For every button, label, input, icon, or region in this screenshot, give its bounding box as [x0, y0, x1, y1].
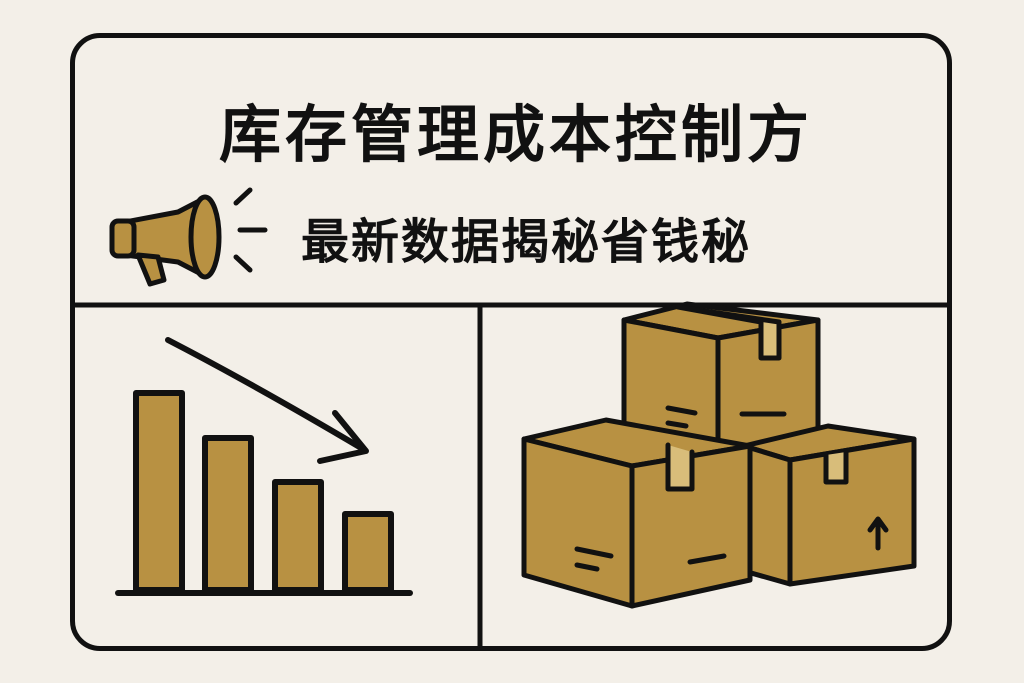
page-subtitle: 最新数据揭秘省钱秘 — [301, 214, 752, 270]
stacked-boxes-icon — [521, 301, 917, 609]
left-box — [521, 417, 753, 609]
page-title: 库存管理成本控制方 — [218, 98, 813, 171]
right-box — [741, 423, 917, 587]
megaphone-icon — [109, 187, 268, 287]
downward-bar-chart-icon — [115, 337, 413, 596]
poster-frame: 库存管理成本控制方 最新数据揭秘省钱秘 — [70, 33, 952, 651]
